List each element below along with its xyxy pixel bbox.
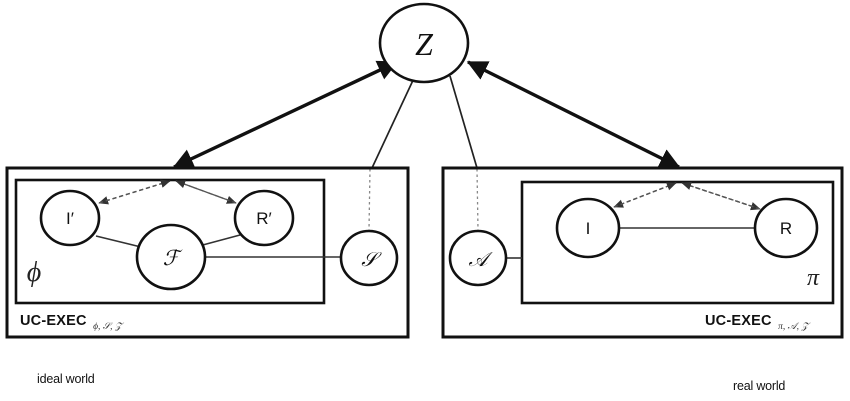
node-i-prime-circle — [39, 189, 101, 247]
node-i-circle — [555, 197, 621, 259]
ideal-world-exec-caption: UC-EXEC ϕ, 𝒮, 𝒵 — [20, 312, 125, 332]
node-r-prime-circle — [233, 189, 295, 247]
ideal-world-outer-box — [5, 166, 410, 339]
edge-i-to-real-top — [613, 182, 677, 208]
ideal-world-exec-title: UC-EXEC — [20, 313, 87, 329]
node-r-circle — [753, 197, 819, 259]
real-world-exec-caption: UC-EXEC π, 𝒜, 𝒵 — [705, 312, 811, 332]
real-world-exec-title: UC-EXEC — [705, 313, 772, 329]
node-r-prime-label: R′ — [256, 209, 271, 228]
node-environment-circle — [378, 2, 470, 84]
ideal-world-label: ideal world — [37, 372, 95, 386]
edge-i-prime-to-ideal-top — [98, 179, 171, 204]
node-r-label: R — [780, 219, 792, 238]
ideal-world-exec-subscript: ϕ, 𝒮, 𝒵 — [93, 322, 125, 332]
node-i-prime-label: I′ — [66, 209, 74, 228]
edge-r-to-real-top — [681, 181, 761, 210]
edge-functionality-r-prime — [198, 234, 241, 247]
real-protocol-label: π — [807, 265, 820, 291]
edge-z-to-adversary-dotted — [476, 168, 479, 231]
real-world-exec-subscript: π, 𝒜, 𝒵 — [778, 322, 811, 332]
real-world-label: real world — [733, 379, 785, 393]
node-adversary-circle — [448, 229, 508, 287]
edge-real-top-to-r — [681, 182, 761, 211]
node-functionality-label: ℱ — [163, 246, 183, 270]
node-adversary-label: 𝒜 — [469, 249, 494, 271]
node-functionality-circle — [135, 223, 207, 291]
node-simulator-circle — [339, 229, 399, 287]
edge-z-real-world — [466, 60, 681, 169]
edge-z-to-ideal-box-thin — [371, 75, 416, 169]
edge-z-ideal-world — [172, 60, 399, 169]
node-environment-label: Z — [415, 26, 434, 62]
edge-z-to-simulator-dotted — [368, 168, 371, 231]
ideal-protocol-label: ϕ — [27, 257, 42, 288]
edge-i-prime-functionality — [95, 235, 146, 249]
real-world-outer-box — [441, 166, 844, 339]
edge-r-prime-to-ideal-top — [175, 180, 237, 204]
edge-z-to-real-box-thin — [449, 75, 478, 169]
node-i-label: I — [586, 219, 591, 238]
real-world-inner-box — [520, 180, 835, 305]
